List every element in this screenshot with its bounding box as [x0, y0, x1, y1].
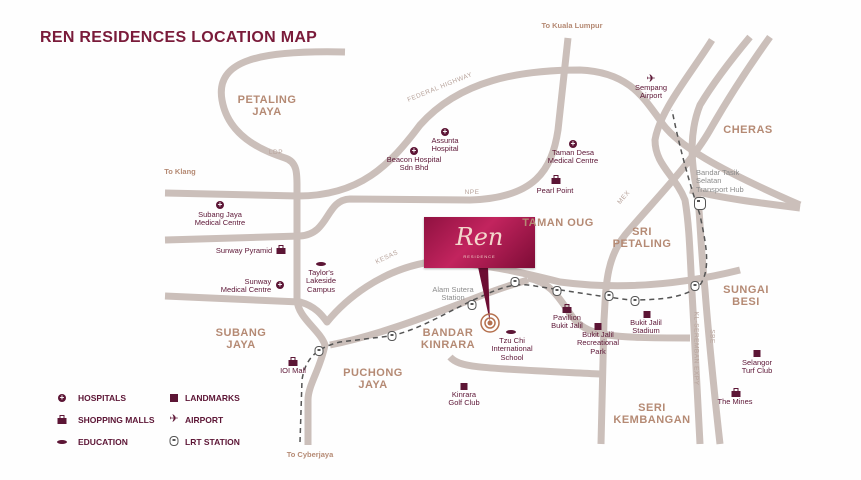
poi-taylors-campus[interactable]: Taylor's Lakeside Campus — [305, 268, 337, 294]
ldp-label: LDP — [268, 149, 284, 156]
poi-ioi-mall[interactable]: IOI Mall — [280, 366, 306, 375]
graduation-cap-icon — [316, 262, 326, 266]
shopping-bag-icon — [57, 415, 67, 424]
map-title: REN RESIDENCES LOCATION MAP — [40, 29, 318, 46]
legend-landmarks: LANDMARKS — [185, 393, 240, 403]
ren-location-marker — [480, 313, 500, 333]
kl-seremban-label: KL-SEREMBAN EXPY — [692, 311, 700, 386]
poi-bukit-jalil-park[interactable]: Bukit Jalil Recreational Park — [576, 330, 620, 356]
ldp-road — [217, 48, 346, 445]
lrt-icon — [169, 436, 179, 446]
poi-bandar-tasik-selatan[interactable]: Bandar Tasik Selatan Transport Hub — [696, 168, 744, 194]
lrt-icon — [694, 197, 706, 210]
lrt-icon[interactable] — [552, 286, 562, 296]
kl-seremban-road — [651, 38, 715, 445]
poi-pearl-point[interactable]: Pearl Point — [536, 186, 574, 195]
legend-airport: AIRPORT — [185, 415, 224, 425]
to-cyberjaya-label: To Cyberjaya — [286, 450, 334, 459]
lrt-icon[interactable] — [690, 281, 700, 291]
poi-pavillion-bukit-jalil[interactable]: Pavillion Bukit Jalil — [551, 313, 583, 331]
sbe-label: SBE — [708, 329, 716, 344]
landmark-icon — [170, 394, 178, 402]
airplane-icon: ✈ — [169, 413, 179, 425]
legend-shopping-malls: SHOPPING MALLS — [78, 415, 155, 425]
kinrara-road — [447, 354, 601, 378]
legend-lrt-station: LRT STATION — [185, 437, 240, 447]
poi-kinrara-golf-club[interactable]: Kinrara Golf Club — [448, 390, 480, 408]
lower-road — [329, 276, 529, 349]
hospital-icon: + — [216, 200, 224, 209]
poi-alam-sutera-station[interactable]: Alam Sutera Station — [432, 285, 474, 303]
lrt-icon[interactable] — [604, 291, 614, 301]
lrt-icon[interactable] — [630, 296, 640, 306]
graduation-cap-icon — [506, 330, 516, 334]
area-bandar-kinrara: BANDAR KINRARA — [420, 327, 476, 352]
legend-education: EDUCATION — [78, 437, 128, 447]
lrt-icon[interactable] — [314, 346, 324, 356]
bukit-jalil-road — [527, 274, 691, 342]
ren-logo: Ren — [455, 223, 504, 251]
area-cheras: CHERAS — [723, 124, 773, 136]
poi-subang-jaya-medical[interactable]: Subang Jaya Medical Centre — [194, 210, 246, 228]
poi-taman-desa-medical[interactable]: Taman Desa Medical Centre — [547, 148, 599, 166]
lrt-line — [299, 109, 708, 443]
hospital-icon: + — [58, 393, 66, 402]
hospital-icon: + — [441, 127, 449, 136]
area-puchong-jaya: PUCHONG JAYA — [343, 367, 403, 392]
area-seri-kembangan: SERI KEMBANGAN — [613, 402, 691, 427]
landmark-icon — [753, 350, 761, 357]
poi-bukit-jalil-stadium[interactable]: Bukit Jalil Stadium — [630, 318, 662, 336]
hospital-icon: + — [410, 146, 418, 155]
poi-sunway-medical[interactable]: Sunway Medical Centre — [220, 277, 272, 295]
shopping-bag-icon — [562, 304, 572, 313]
poi-the-mines[interactable]: The Mines — [717, 397, 753, 406]
poi-assunta-hospital[interactable]: Assunta Hospital — [431, 136, 459, 154]
landmark-icon — [643, 311, 651, 318]
shopping-bag-icon — [288, 357, 298, 366]
ren-subtitle: RESIDENCE — [463, 254, 496, 259]
lrt-icon[interactable] — [510, 277, 520, 287]
graduation-cap-icon — [57, 440, 67, 444]
area-sri-petaling: SRI PETALING — [612, 226, 672, 251]
npe-road — [164, 37, 572, 244]
landmark-icon — [594, 323, 602, 330]
ren-residence-card[interactable]: Ren RESIDENCE — [424, 217, 535, 268]
landmark-icon — [460, 383, 468, 390]
area-taman-oug: TAMAN OUG — [522, 217, 594, 229]
ren-pointer — [478, 267, 490, 322]
area-petaling-jaya: PETALING JAYA — [237, 94, 297, 119]
sbe-road — [688, 34, 753, 445]
poi-sunway-pyramid[interactable]: Sunway Pyramid — [215, 246, 273, 255]
poi-tzu-chi-school[interactable]: Tzu Chi International School — [491, 336, 533, 362]
hospital-icon: + — [569, 139, 577, 148]
to-kuala-lumpur-label: To Kuala Lumpur — [541, 21, 603, 30]
lrt-icon[interactable] — [387, 331, 397, 341]
lrt-icon[interactable] — [467, 300, 477, 310]
area-subang-jaya: SUBANG JAYA — [215, 327, 267, 352]
mex-road — [597, 34, 773, 445]
poi-selangor-turf-club[interactable]: Selangor Turf Club — [741, 358, 773, 376]
shopping-bag-icon — [731, 388, 741, 397]
poi-sempang-airport[interactable]: Sempang Airport — [634, 83, 668, 101]
to-klang-label: To Klang — [164, 167, 196, 176]
cheras-road — [689, 186, 801, 212]
shopping-bag-icon — [551, 175, 561, 184]
shopping-bag-icon — [276, 245, 286, 254]
area-sungai-besi: SUNGAI BESI — [723, 284, 769, 309]
npe-label: NPE — [464, 189, 480, 196]
airplane-icon: ✈ — [646, 73, 656, 85]
poi-beacon-hospital[interactable]: Beacon Hospital Sdn Bhd — [386, 155, 442, 173]
legend-hospitals: HOSPITALS — [78, 393, 127, 403]
hospital-icon: + — [276, 280, 284, 289]
